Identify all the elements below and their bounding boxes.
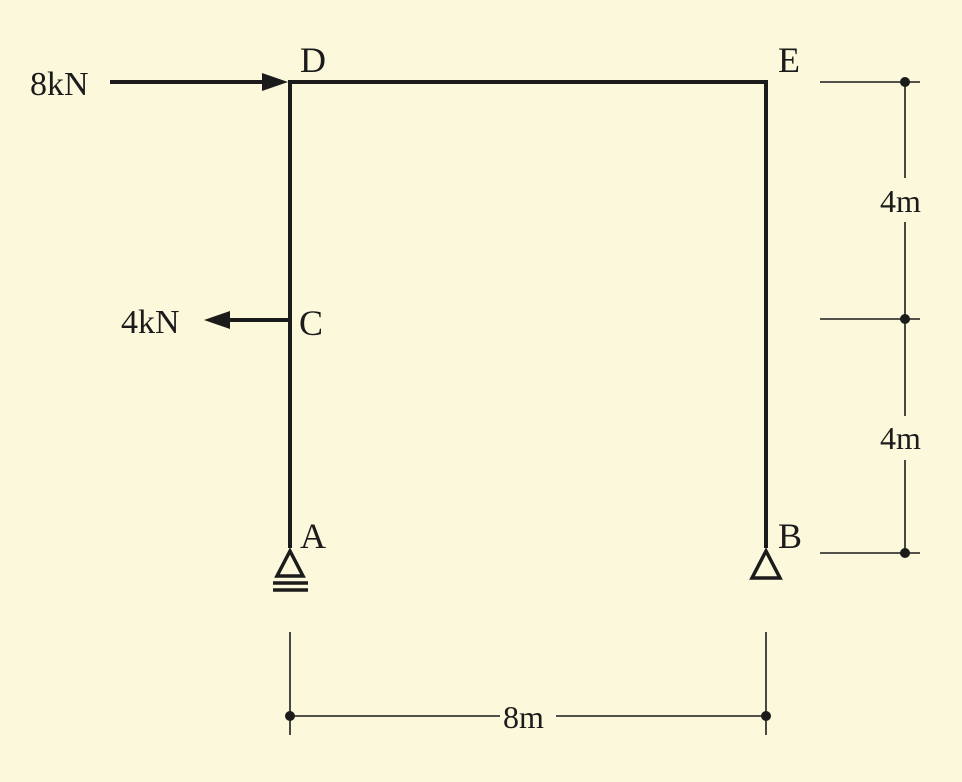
support-a-roller — [273, 547, 308, 592]
node-label-b: B — [778, 516, 802, 556]
load-label-4kn: 4kN — [121, 304, 180, 341]
load-label-8kn: 8kN — [30, 66, 89, 103]
dim-label-lower-height: 4m — [880, 420, 921, 456]
frame-members — [288, 80, 768, 548]
vertical-dimension-dots — [900, 77, 910, 558]
node-label-a: A — [300, 516, 326, 556]
load-8kn-arrow — [110, 73, 288, 91]
node-label-e: E — [778, 40, 800, 80]
support-b-pin — [749, 547, 783, 580]
dim-label-span: 8m — [503, 699, 544, 735]
load-4kn-arrow — [204, 311, 290, 329]
node-label-c: C — [299, 303, 323, 343]
node-label-d: D — [300, 40, 326, 80]
dim-label-upper-height: 4m — [880, 183, 921, 219]
horizontal-dimension-dots — [285, 711, 771, 721]
